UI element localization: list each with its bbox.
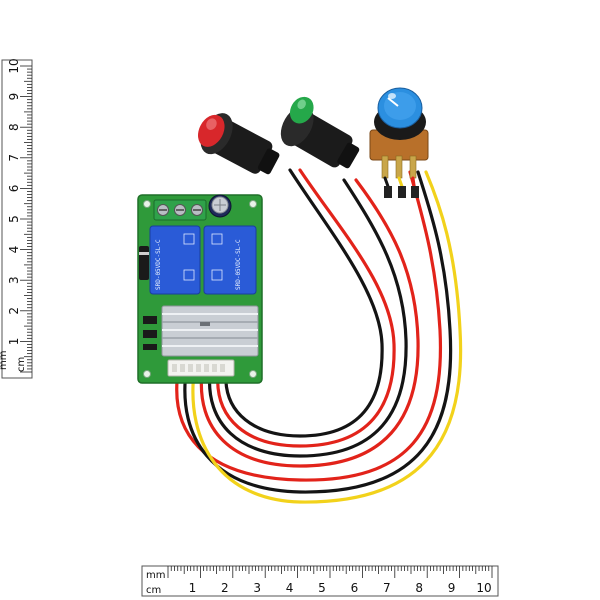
ruler-number: 8 — [7, 123, 21, 131]
knob-indicator — [387, 97, 399, 107]
mount-hole — [249, 200, 257, 208]
ruler-number: 4 — [286, 581, 294, 595]
smd-chip — [143, 344, 157, 350]
red-push-button — [198, 113, 280, 175]
ruler-number: 2 — [221, 581, 229, 595]
horizontal-ruler-ticks — [167, 566, 493, 578]
mount-hole — [143, 370, 151, 378]
ruler-number: 7 — [383, 581, 391, 595]
relay-right: SRD-05VDC-SL-C — [203, 225, 257, 295]
ruler-number: 3 — [7, 276, 21, 284]
mount-hole — [143, 200, 151, 208]
wire-red-red-button — [216, 168, 396, 448]
relay-right-marking: SRD-05VDC-SL-C — [235, 239, 242, 290]
ruler-number: 9 — [448, 581, 456, 595]
vertical-ruler-unit-mm: mm — [0, 351, 9, 370]
horizontal-ruler-unit-mm: mm — [146, 570, 165, 581]
screw — [200, 322, 210, 326]
ruler-number: 10 — [7, 58, 21, 73]
ruler-number: 2 — [7, 307, 21, 315]
horizontal-ruler-unit-cm: cm — [146, 585, 161, 596]
pot-wires — [383, 176, 419, 198]
ruler-number: 4 — [7, 246, 21, 254]
wire-harness — [175, 168, 463, 504]
mount-hole — [249, 370, 257, 378]
vertical-ruler: 1 2 3 4 5 6 7 8 9 10 mm cm — [0, 58, 33, 379]
controller-board: SRD-05VDC-SL-C SRD-05VDC-SL-C — [137, 194, 263, 384]
horizontal-ruler-numbers: 1 2 3 4 5 6 7 8 9 10 — [189, 581, 492, 595]
green-push-button — [280, 96, 360, 169]
ruler-number: 9 — [7, 93, 21, 101]
diode-band — [139, 252, 149, 255]
smd-chip — [143, 330, 157, 338]
wire-black-long — [183, 170, 453, 494]
smd-chip — [143, 316, 157, 324]
vertical-ruler-numbers: 1 2 3 4 5 6 7 8 9 10 — [7, 58, 21, 345]
screw-terminal-block — [153, 199, 207, 221]
horizontal-ruler: 1 2 3 4 5 6 7 8 9 10 mm cm — [141, 565, 499, 597]
ruler-number: 3 — [253, 581, 261, 595]
wire-yellow-long — [191, 170, 463, 504]
button-cap — [198, 114, 225, 147]
ruler-number: 1 — [7, 338, 21, 346]
wire-connector — [167, 359, 235, 377]
relay-left: SRD-05VDC-SL-C — [149, 225, 201, 295]
ruler-number: 10 — [476, 581, 491, 595]
wire-red-green-button — [199, 178, 420, 468]
ruler-number: 5 — [318, 581, 326, 595]
wire-black-green-button — [207, 178, 408, 458]
ruler-number: 8 — [415, 581, 423, 595]
heatsink — [161, 305, 259, 357]
wire-black-red-button — [224, 168, 384, 438]
ruler-number: 6 — [351, 581, 359, 595]
potentiometer — [369, 87, 429, 179]
button-cap — [289, 96, 314, 124]
ruler-number: 1 — [189, 581, 197, 595]
vertical-ruler-unit-cm: cm — [16, 357, 27, 372]
ruler-number: 5 — [7, 215, 21, 223]
ruler-number: 7 — [7, 154, 21, 162]
capacitor — [208, 194, 232, 218]
vertical-ruler-ticks — [20, 65, 32, 373]
relay-left-marking: SRD-05VDC-SL-C — [155, 239, 162, 290]
diode — [139, 246, 149, 280]
ruler-number: 6 — [7, 185, 21, 193]
